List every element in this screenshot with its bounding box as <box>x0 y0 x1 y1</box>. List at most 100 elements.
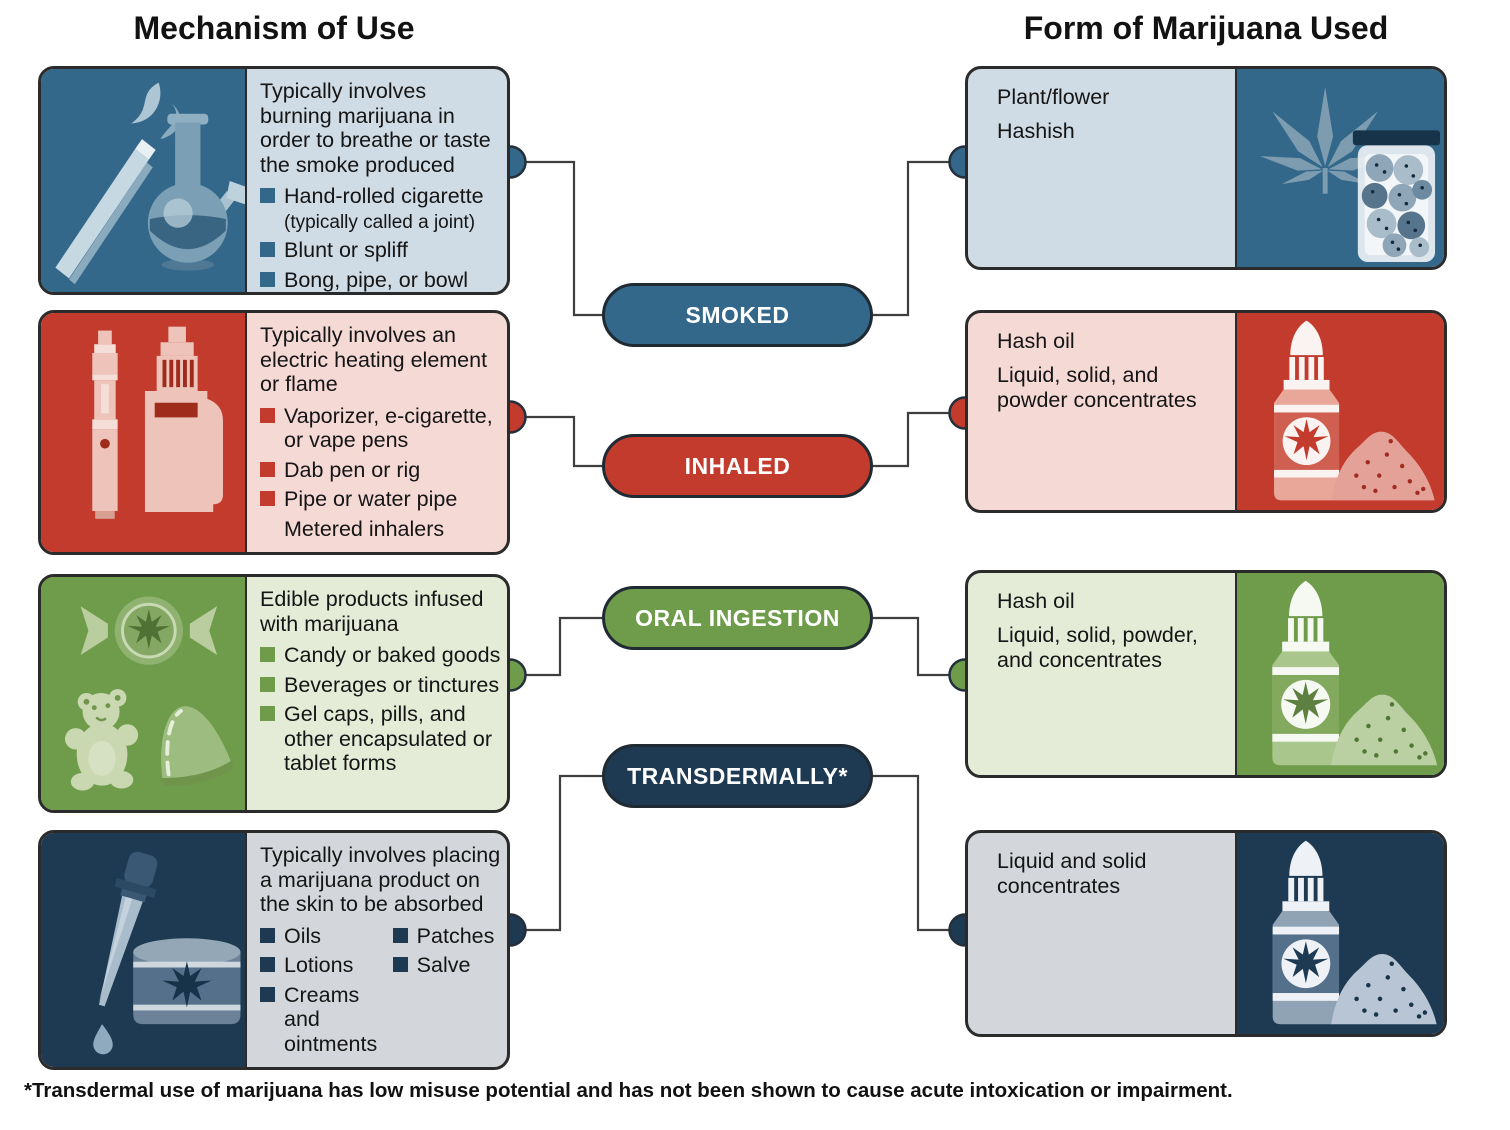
connector-line <box>873 774 965 932</box>
bullet-square-icon <box>260 461 275 477</box>
connector-line <box>873 616 965 677</box>
bullet-item: Candy or baked goods <box>260 643 502 668</box>
bullet-item: Blunt or spliff <box>260 238 502 263</box>
dropper-bottle-and-powder-icon <box>1235 313 1444 510</box>
bullet-item: Patches <box>392 923 504 949</box>
route-pill-inhaled: INHALED <box>602 434 873 498</box>
left-column-header: Mechanism of Use <box>133 10 415 46</box>
bullet-square-icon <box>260 957 275 972</box>
route-pill-label: SMOKED <box>685 301 790 328</box>
bullet-square-icon <box>260 676 275 692</box>
form-line: Hash oil <box>997 329 1075 353</box>
mechanism-text-panel: Typically involves placing a marijuana p… <box>247 833 507 1067</box>
form-line: Liquid, solid, powder, and concentrates <box>997 622 1198 672</box>
bullet-item: Beverages or tinctures <box>260 673 502 698</box>
mechanism-box-inhaled: Typically involves an electric heating e… <box>38 310 510 555</box>
connector-line <box>510 616 602 677</box>
connector-line <box>873 160 965 317</box>
bullet-item: Pipe or water pipe <box>260 487 502 512</box>
route-pill-label: INHALED <box>684 452 791 479</box>
bullet-square-icon <box>260 706 275 721</box>
bullet-label: Oils <box>284 923 322 948</box>
bullet-label: Pipe or water pipe <box>284 487 458 511</box>
bullet-square-icon <box>260 927 275 943</box>
dropper-bottle-and-powder-icon <box>1235 573 1444 775</box>
bullet-label: Beverages or tinctures <box>284 672 500 697</box>
mechanism-box-smoked: Typically involves burning marijuana in … <box>38 66 510 295</box>
bullet-item: Lotions <box>260 953 391 978</box>
form-line: Liquid and solid concentrates <box>997 849 1147 898</box>
bullet-square-icon <box>392 957 408 972</box>
vape-devices-icon <box>41 313 247 552</box>
bullet-label: Vaporizer, e-cigarette, or vape pens <box>284 403 493 453</box>
right-column-header: Form of Marijuana Used <box>1023 10 1389 46</box>
bullet-label: Candy or baked goods <box>284 643 501 667</box>
bullet-square-icon <box>260 242 275 258</box>
form-box-transdermal: Liquid and solid concentrates <box>965 830 1447 1037</box>
bullet-item: Bong, pipe, or bowl <box>260 267 502 292</box>
bullet-label: Hand-rolled cigarette(typically called a… <box>284 184 484 233</box>
form-line: Hashish <box>997 118 1075 143</box>
bullet-item: Oils <box>260 924 391 949</box>
form-text-panel: Liquid and solid concentrates <box>968 833 1235 1034</box>
form-line: Liquid, solid, and powder concentrates <box>997 362 1197 412</box>
connector-line <box>510 415 602 468</box>
bullet-square-icon <box>260 188 275 203</box>
cannabis-leaf-and-jar-icon <box>1235 69 1444 267</box>
mechanism-box-oral-ingestion: Edible products infused with marijuana C… <box>38 574 510 813</box>
bullet-square-icon <box>260 986 275 1002</box>
bullet-square-icon <box>260 407 275 423</box>
mechanism-description: Typically involves an electric heating e… <box>260 323 488 396</box>
bullet-item: Creams and ointments <box>260 983 391 1057</box>
bullet-item: Salve <box>392 953 504 978</box>
joint-and-bong-icon <box>41 69 247 292</box>
bullet-label: Blunt or spliff <box>284 238 408 263</box>
mechanism-description: Edible products infused with marijuana <box>260 587 484 636</box>
route-pill-label: TRANSDERMALLY* <box>627 762 848 789</box>
bullet-label: Bong, pipe, or bowl <box>284 267 469 292</box>
connector-line <box>510 774 602 932</box>
route-pill-smoked: SMOKED <box>602 283 873 347</box>
route-pill-oral-ingestion: ORAL INGESTION <box>602 586 873 650</box>
bullet-square-icon <box>260 271 275 287</box>
connector-line <box>873 411 965 468</box>
bullet-label: Patches <box>416 923 495 948</box>
bullet-label: Gel caps, pills, and other encapsulated … <box>284 702 492 775</box>
connector-line <box>510 160 602 317</box>
bullet-item: Metered inhalers <box>260 517 502 542</box>
mechanism-box-transdermal: Typically involves placing a marijuana p… <box>38 830 510 1070</box>
form-line: Plant/flower <box>997 85 1110 109</box>
mechanism-description: Typically involves placing a marijuana p… <box>260 843 501 916</box>
bullet-square-icon <box>260 647 275 662</box>
dropper-bottle-and-powder-icon <box>1235 833 1444 1034</box>
mechanism-text-panel: Edible products infused with marijuana C… <box>247 577 507 810</box>
bullet-item: Hand-rolled cigarette(typically called a… <box>260 184 502 233</box>
bullet-item: Dab pen or rig <box>260 458 502 483</box>
transdermal-footnote: *Transdermal use of marijuana has low mi… <box>24 1079 1233 1102</box>
bullet-sublabel: (typically called a joint) <box>284 211 476 233</box>
bullet-label: Dab pen or rig <box>284 457 421 482</box>
bullet-item: Vaporizer, e-cigarette, or vape pens <box>260 404 502 453</box>
bullet-list: Hand-rolled cigarette(typically called a… <box>260 184 502 292</box>
bullet-label: Salve <box>416 953 471 977</box>
bullet-square-icon <box>260 491 275 506</box>
edibles-icon <box>41 577 247 810</box>
mechanism-text-panel: Typically involves an electric heating e… <box>247 313 507 552</box>
mechanism-text-panel: Typically involves burning marijuana in … <box>247 69 507 292</box>
bullet-label: Lotions <box>284 953 354 977</box>
bullet-item: Gel caps, pills, and other encapsulated … <box>260 702 502 776</box>
mechanism-description: Typically involves burning marijuana in … <box>260 79 491 177</box>
route-pill-label: ORAL INGESTION <box>635 604 840 631</box>
form-line: Hash oil <box>997 589 1075 613</box>
route-pill-transdermally: TRANSDERMALLY* <box>602 744 873 808</box>
bullet-square-icon <box>392 927 408 943</box>
